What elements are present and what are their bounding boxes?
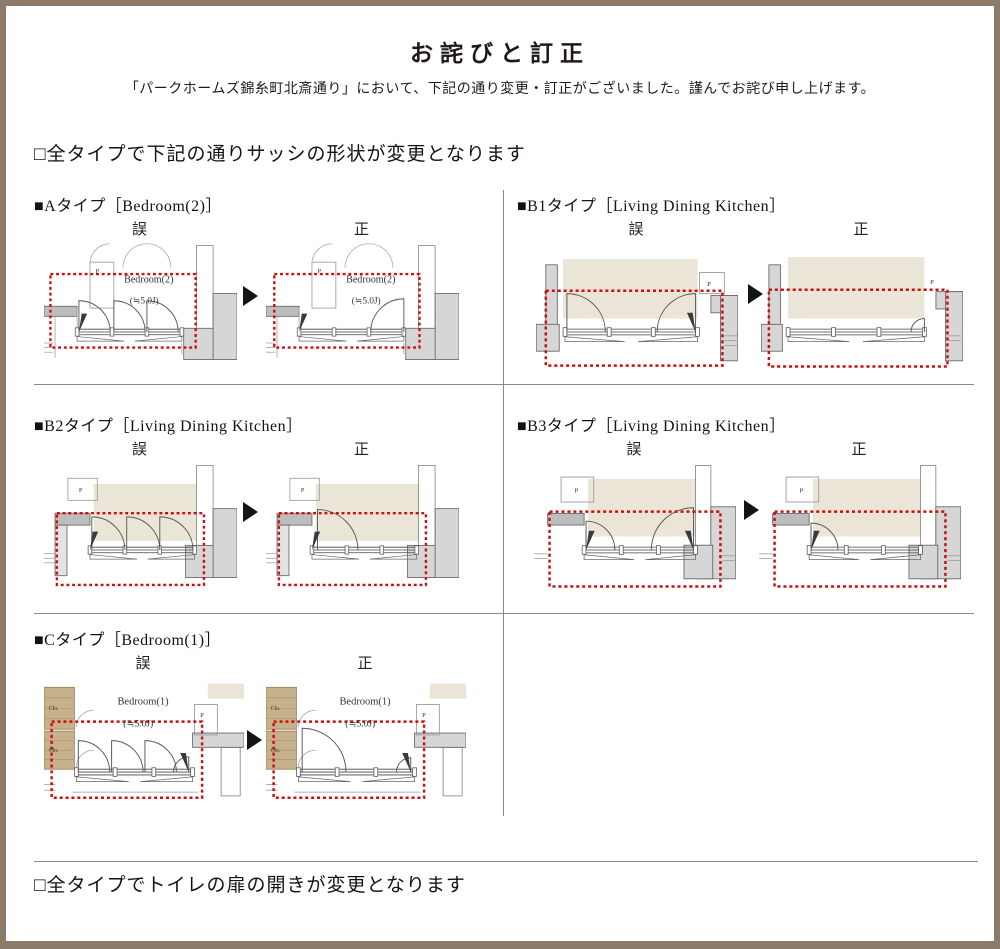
floor-plan-drawing: P: [534, 465, 736, 588]
floor-plan-b2-wrong: P: [44, 458, 237, 596]
floor-plan-drawing: Bedroom(2) (≒5.0J) P: [44, 243, 237, 360]
floor-plan-a-wrong: Bedroom(2) (≒5.0J) P: [44, 240, 237, 378]
row-divider-1: [34, 384, 974, 385]
vertical-divider: [503, 190, 504, 816]
floor-plan-b2-correct: P: [266, 458, 459, 596]
arrow-right-icon: [243, 286, 258, 306]
floor-plan-a-correct: Bedroom(2) (≒5.0J) P: [266, 240, 459, 378]
arrow-right-icon: [247, 730, 262, 750]
plan-geometry: P: [266, 465, 459, 587]
floor-plan-drawing: Bedroom(2) (≒5.0J) P: [266, 243, 459, 360]
plan-geometry: Bedroom(1) (≒5.0J) P Clo. Clo.: [266, 683, 466, 800]
row-divider-2: [34, 613, 974, 614]
plan-text-label: Clo.: [271, 706, 281, 712]
plan-text-label: Bedroom(1): [339, 696, 391, 707]
correct-label-b2: 正: [353, 442, 371, 458]
plan-text-label: Bedroom(1): [117, 696, 169, 707]
floor-plan-drawing: P: [761, 257, 963, 368]
plan-text-label: Clo.: [271, 748, 281, 754]
panel-heading-a: ■Aタイプ［Bedroom(2)］: [34, 198, 222, 215]
correct-label-b3: 正: [851, 442, 869, 458]
floor-plan-b1-wrong: P: [536, 236, 738, 380]
wrong-label-b1: 誤: [628, 222, 646, 238]
floor-plan-c-correct: Bedroom(1) (≒5.0J) P Clo. Clo.: [266, 672, 466, 815]
plan-text-label: Clo.: [49, 706, 59, 712]
plan-text-label: Clo.: [49, 748, 59, 754]
plan-geometry: P: [534, 465, 736, 588]
floor-plan-drawing: Bedroom(1) (≒5.0J) P Clo. Clo.: [266, 683, 466, 800]
panel-heading-c: ■Cタイプ［Bedroom(1)］: [34, 632, 222, 649]
floor-plan-drawing: P: [759, 465, 961, 588]
floor-plan-b3-wrong: P: [534, 454, 736, 598]
plan-geometry: P: [536, 259, 738, 367]
plan-text-label: P: [930, 279, 934, 286]
plan-geometry: P: [761, 257, 963, 368]
plan-text-label: P: [707, 281, 711, 288]
floor-plan-drawing: P: [44, 465, 237, 587]
plan-text-label: P: [79, 487, 83, 494]
panel-heading-b2: ■B2タイプ［Living Dining Kitchen］: [34, 418, 303, 435]
sash-section-heading: □全タイプで下記の通りサッシの形状が変更となります: [34, 144, 526, 165]
arrow-right-icon: [243, 502, 258, 522]
correct-label-c: 正: [357, 656, 375, 672]
wrong-label-c: 誤: [135, 656, 153, 672]
floor-plan-drawing: P: [536, 259, 738, 367]
plan-text-label: Bedroom(2): [346, 274, 395, 285]
plan-geometry: P: [759, 465, 961, 588]
plan-text-label: Bedroom(2): [124, 274, 173, 285]
plan-text-label: P: [200, 712, 204, 719]
plan-text-label: P: [800, 487, 804, 494]
panel-heading-b3: ■B3タイプ［Living Dining Kitchen］: [517, 418, 786, 435]
plan-text-label: P: [317, 268, 321, 275]
plan-geometry: Bedroom(2) (≒5.0J) P: [44, 243, 237, 360]
plan-geometry: Bedroom(2) (≒5.0J) P: [266, 243, 459, 360]
plan-text-label: P: [575, 487, 579, 494]
toilet-section-heading: □全タイプでトイレの扉の開きが変更となります: [34, 875, 466, 896]
section-divider: [34, 861, 978, 862]
panel-heading-b1: ■B1タイプ［Living Dining Kitchen］: [517, 198, 786, 215]
plan-text-label: P: [95, 268, 99, 275]
wrong-label-b2: 誤: [131, 442, 149, 458]
plan-text-label: (≒5.0J): [352, 295, 381, 305]
plan-geometry: P: [44, 465, 237, 587]
floor-plan-b1-correct: P: [761, 236, 963, 380]
floor-plan-c-wrong: Bedroom(1) (≒5.0J) P Clo. Clo.: [44, 672, 244, 815]
plan-text-label: (≒5.0J): [345, 718, 375, 729]
correct-label-b1: 正: [853, 222, 871, 238]
page-subtitle: 「パークホームズ錦糸町北斎通り」において、下記の通り変更・訂正がございました。謹…: [124, 82, 876, 97]
correct-label-a: 正: [353, 222, 371, 238]
arrow-right-icon: [744, 500, 759, 520]
floor-plan-b3-correct: P: [759, 454, 961, 598]
wrong-label-a: 誤: [131, 222, 149, 238]
page-title: お詫びと訂正: [410, 41, 590, 66]
floor-plan-drawing: Bedroom(1) (≒5.0J) P Clo. Clo.: [44, 683, 244, 800]
wrong-label-b3: 誤: [626, 442, 644, 458]
floor-plan-drawing: P: [266, 465, 459, 587]
plan-text-label: P: [422, 712, 426, 719]
arrow-right-icon: [748, 284, 763, 304]
plan-text-label: (≒5.0J): [123, 718, 153, 729]
plan-text-label: P: [301, 487, 305, 494]
plan-text-label: (≒5.0J): [130, 295, 159, 305]
plan-geometry: Bedroom(1) (≒5.0J) P Clo. Clo.: [44, 683, 244, 800]
